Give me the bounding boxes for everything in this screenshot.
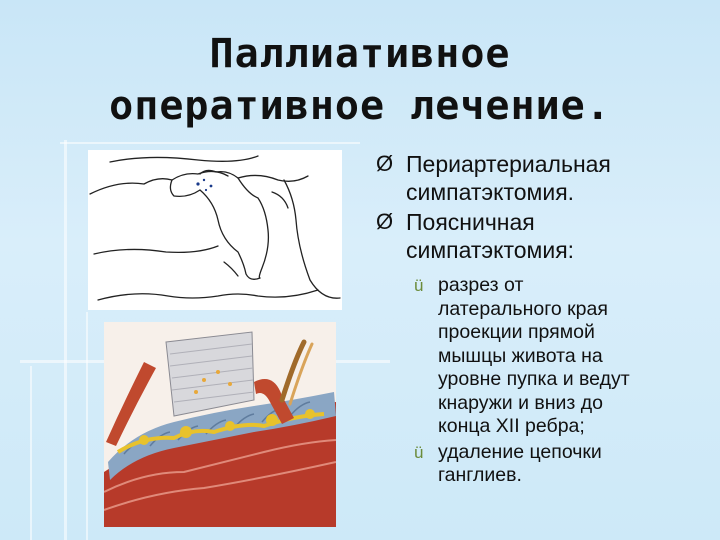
checkmark-icon: ü (414, 442, 424, 462)
bullet-line: симпатэктомия. (406, 179, 575, 205)
title-line-1: Паллиативное (209, 31, 511, 77)
arrow-bullet-icon: Ø (376, 209, 394, 234)
decor-stripe (60, 142, 360, 144)
checkmark-icon: ü (414, 276, 424, 295)
decor-stripe (30, 366, 32, 540)
line-drawing-illustration (88, 150, 342, 310)
sub-bullet-line: ганглиев. (438, 464, 522, 486)
sub-bullet-item: ü разрез от латерального края проекции п… (372, 274, 712, 439)
decor-stripe (64, 140, 67, 540)
bullet-line: Периартериальная (406, 151, 611, 177)
anatomy-sketch (89, 155, 341, 301)
bullet-item: Ø Периартериальная симпатэктомия. (372, 150, 712, 206)
sub-bullet-line: конца XII ребра; (438, 415, 585, 437)
bullet-item: Ø Поясничная симпатэктомия: (372, 208, 712, 264)
surgical-anatomy-illustration (104, 322, 336, 527)
arrow-bullet-icon: Ø (376, 151, 394, 176)
slide-title: Паллиативное оперативное лечение. (0, 28, 720, 132)
bullet-line: симпатэктомия: (406, 237, 575, 263)
sub-bullet-line: латерального края (438, 297, 608, 320)
sub-bullet-line: проекции прямой (438, 321, 595, 343)
sub-bullet-line: удаление цепочки (438, 440, 602, 463)
surgery-drawing (104, 331, 336, 527)
sub-bullet-line: кнаружи и вниз до (438, 391, 604, 414)
title-line-2: оперативное лечение. (109, 83, 611, 129)
sub-bullet-item: ü удаление цепочки ганглиев. (372, 441, 712, 488)
sub-bullet-line: уровне пупка и ведут (438, 368, 630, 390)
sub-bullet-line: разрез от (438, 274, 524, 296)
decor-stripe (86, 312, 88, 540)
text-content: Ø Периартериальная симпатэктомия. Ø Пояс… (372, 150, 712, 488)
sub-bullet-line: мышцы живота на (438, 344, 603, 367)
bullet-line: Поясничная (406, 209, 535, 235)
